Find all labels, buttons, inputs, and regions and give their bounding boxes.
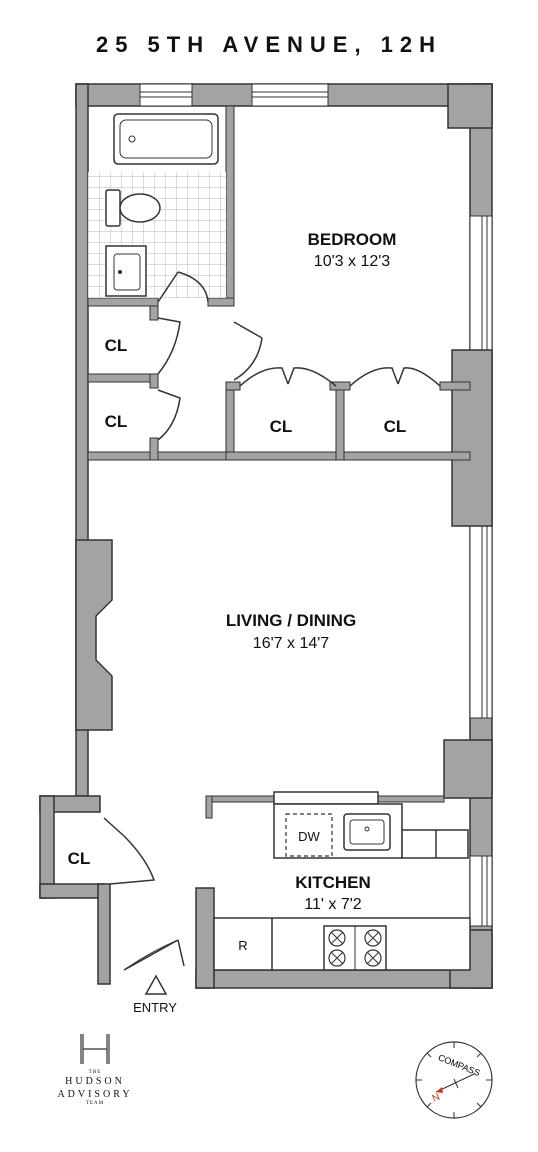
closet-label-1: CL <box>105 336 128 355</box>
kitchen-sink <box>343 813 391 851</box>
closet-label-4: CL <box>384 417 407 436</box>
logo-team: TEAM <box>85 1101 105 1106</box>
right-pier <box>451 349 493 527</box>
living-name: LIVING / DINING <box>226 611 356 630</box>
bath-door <box>157 271 209 303</box>
kitchen-dims: 11' x 7'2 <box>304 896 362 913</box>
living-dims: 16'7 x 14'7 <box>253 635 329 652</box>
entry-label: ENTRY <box>133 1000 177 1015</box>
stove <box>323 925 387 971</box>
bedroom-door <box>233 321 263 381</box>
logo-line2: ADVISORY <box>57 1089 133 1100</box>
closet-door-entry <box>103 817 156 885</box>
right-windows <box>469 215 493 927</box>
bathtub <box>113 113 219 165</box>
logo-line1: HUDSON <box>65 1076 125 1087</box>
closet-label-2: CL <box>105 412 128 431</box>
closet-door-2 <box>157 389 181 441</box>
compass-icon: COMPASS N <box>415 1041 493 1119</box>
entry-arrow-icon <box>144 974 168 995</box>
closet-door-4 <box>349 367 441 387</box>
bedroom-name: BEDROOM <box>308 230 397 249</box>
closet-door-3 <box>239 367 337 387</box>
logo-mark-icon <box>80 1034 110 1064</box>
logo-the: THE <box>88 1070 102 1075</box>
bedroom-dims: 10'3 x 12'3 <box>314 253 390 270</box>
toilet <box>105 189 161 227</box>
kitchen-name: KITCHEN <box>295 873 371 892</box>
left-pier <box>75 539 113 731</box>
dishwasher: DW <box>285 813 333 857</box>
dishwasher-label: DW <box>298 829 320 844</box>
closet-door-1 <box>157 317 181 375</box>
compass-north: N <box>431 1092 442 1105</box>
closet-label-3: CL <box>270 417 293 436</box>
refrigerator-label: R <box>238 938 247 953</box>
closet-label-entry: CL <box>68 849 91 868</box>
bathroom-sink <box>105 245 147 297</box>
hudson-advisory-logo: THE HUDSON ADVISORY TEAM <box>40 1030 150 1106</box>
entry-door <box>123 939 185 971</box>
listing-title: 25 5TH AVENUE, 12H <box>95 32 443 57</box>
top-windows <box>139 83 329 107</box>
